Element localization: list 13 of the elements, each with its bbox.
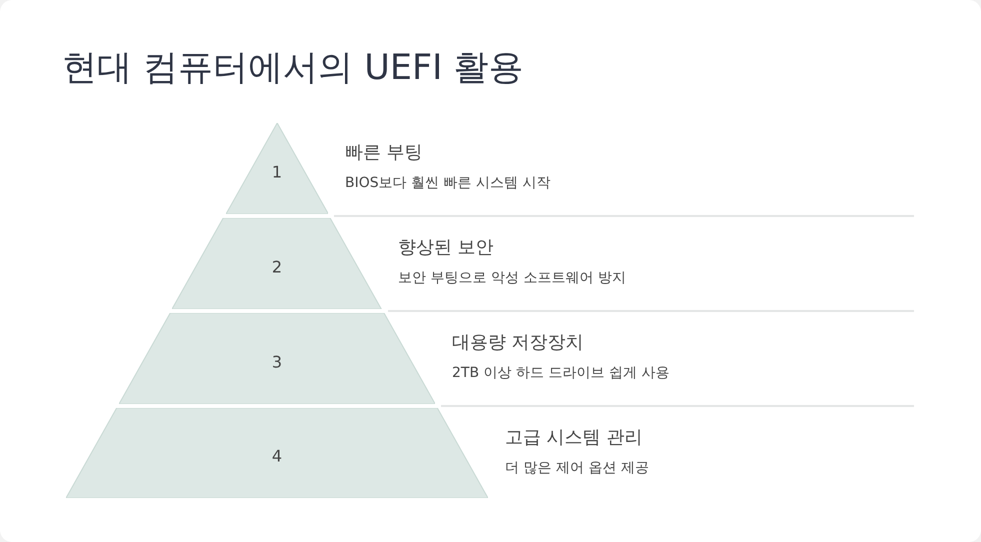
tier-number: 1: [272, 162, 282, 181]
tier-description: BIOS보다 훨씬 빠른 시스템 시작: [345, 174, 550, 192]
tier-heading: 향상된 보안: [398, 236, 494, 259]
tier-number: 2: [272, 257, 282, 276]
tier-description: 2TB 이상 하드 드라이브 쉽게 사용: [452, 364, 670, 382]
tier-heading: 빠른 부팅: [345, 141, 423, 164]
tier-number: 3: [272, 352, 282, 371]
tier-heading: 대용량 저장장치: [452, 331, 584, 354]
tier-number: 4: [272, 446, 282, 466]
tier-description: 보안 부팅으로 악성 소프트웨어 방지: [398, 269, 626, 287]
tier-description: 더 많은 제어 옵션 제공: [505, 459, 649, 477]
tier-heading: 고급 시스템 관리: [505, 426, 642, 449]
title: 현대 컴퓨터에서의 UEFI 활용: [62, 47, 524, 90]
